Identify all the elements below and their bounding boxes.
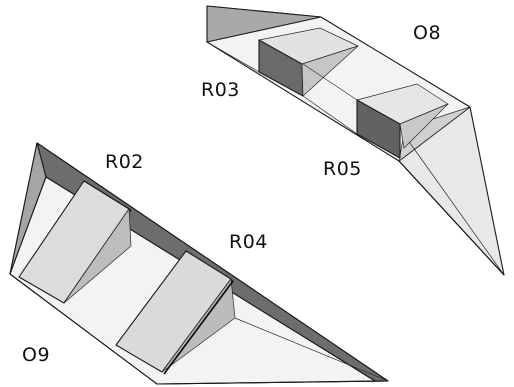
- r04-dark-edge: [163, 280, 234, 375]
- r02-side-face: [63, 207, 132, 304]
- label-r03: R03: [201, 79, 240, 101]
- o8-left-end-face: [206, 5, 322, 43]
- o8-inner-edge: [206, 41, 260, 73]
- block-o9: [9, 142, 389, 385]
- o9-ridge: [234, 317, 389, 382]
- o8-inner-edge-2: [302, 95, 358, 135]
- room-r03-box: [257, 27, 359, 97]
- o8-slope-ridge: [398, 160, 505, 276]
- o9-base-edge: [156, 380, 389, 385]
- room-r05-box: [356, 83, 449, 159]
- r03-side-face: [301, 45, 359, 97]
- block-o8: [206, 5, 505, 276]
- room-r02-box: [18, 180, 132, 304]
- r05-front-face: [356, 99, 401, 159]
- label-r02: R02: [105, 151, 144, 173]
- o8-inner-edge-3: [302, 63, 358, 101]
- label-r05: R05: [323, 158, 362, 180]
- label-o9: O9: [22, 344, 50, 366]
- r05-side-face: [399, 103, 449, 149]
- label-r04: R04: [229, 231, 268, 253]
- o8-slope-inner: [404, 135, 505, 276]
- label-o8: O8: [413, 22, 441, 44]
- room-r04-box: [115, 250, 236, 375]
- o8-right-slope-shade: [398, 106, 471, 162]
